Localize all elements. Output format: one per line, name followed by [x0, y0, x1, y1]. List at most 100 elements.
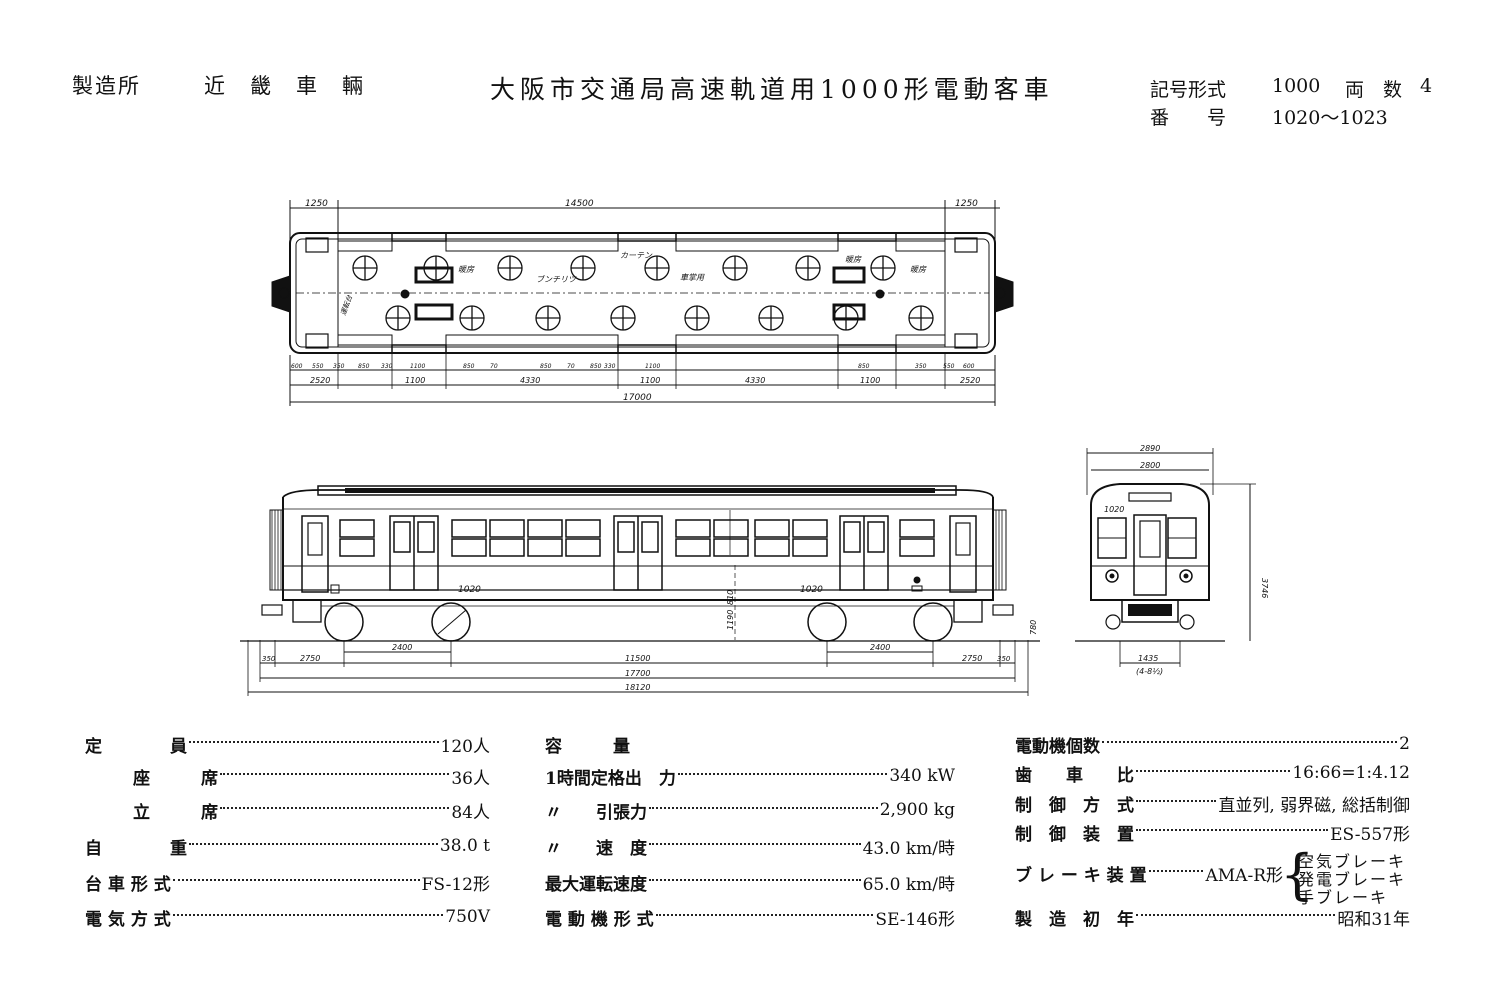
brake-brace: {	[1280, 843, 1315, 906]
side-window	[451, 538, 487, 557]
leader-dots	[220, 773, 450, 775]
end-height: 3746	[1260, 578, 1269, 598]
spec-right-row: 制 御 方 式直並列, 弱界磁, 総括制御	[1015, 790, 1410, 816]
side-car-number-1: 1020	[458, 585, 481, 595]
plan-dim-small: 350	[915, 363, 927, 370]
spec-mid-label: 〃 速 度	[545, 838, 647, 859]
plan-dim-small: 1100	[410, 363, 425, 370]
maker-label: 製造所	[72, 74, 141, 98]
leader-dots	[189, 843, 438, 845]
leader-dots	[1136, 914, 1336, 916]
leader-dots	[172, 879, 420, 881]
brake-type-1: 空気ブレーキ	[1298, 852, 1407, 871]
spec-left-label: 座 席	[133, 768, 218, 789]
spec-left-value: 84人	[451, 802, 490, 823]
side-window	[675, 519, 711, 538]
leader-dots	[649, 879, 861, 881]
plan-dim-small: 70	[490, 363, 498, 370]
side-dim-3: 11500	[625, 654, 650, 663]
spec-mid-label: 最大運転速度	[545, 874, 647, 895]
maker-name: 近 畿 車 輛	[204, 74, 365, 98]
plan-dim-small: 600	[963, 363, 975, 370]
side-window	[899, 538, 935, 557]
plan-dim-small: 850	[590, 363, 602, 370]
spec-mid-label: 容 量	[545, 736, 630, 757]
side-view: 1020 1020 810 1190 780	[240, 485, 1040, 696]
plan-dim-small: 550	[943, 363, 955, 370]
spec-right-value: ES-557形	[1330, 824, 1410, 845]
spec-right-label: 制 御 装 置	[1015, 824, 1134, 845]
spec-mid-row: 容 量	[545, 731, 955, 757]
spec-right-value: 2	[1399, 734, 1410, 754]
leader-dots	[649, 807, 878, 809]
plan-dim-small: 850	[463, 363, 475, 370]
side-car-number-2: 1020	[800, 585, 823, 595]
spec-left-label: 立 席	[133, 802, 218, 823]
side-dim-7: 350	[997, 655, 1011, 663]
spec-mid-label: 電 動 機 形 式	[545, 909, 654, 930]
plan-dim-top-2: 14500	[565, 199, 594, 209]
side-window	[792, 538, 828, 557]
side-window	[899, 519, 935, 538]
end-gauge: 1435	[1138, 654, 1158, 663]
plan-label-4: 暖房	[910, 265, 927, 274]
spec-mid-row: 〃 速 度 43.0 km/時	[545, 833, 955, 859]
plan-dim-small: 850	[540, 363, 552, 370]
plan-dim-top-3: 1250	[955, 199, 978, 209]
spec-left-row: 立 席 84人	[133, 797, 490, 823]
plan-dim-small: 850	[358, 363, 370, 370]
side-height-mid: 1190	[726, 610, 735, 630]
side-window	[339, 519, 375, 538]
side-window	[675, 538, 711, 557]
spec-right-label: 電動機個数	[1015, 736, 1100, 757]
spec-left-value: 120人	[440, 736, 490, 757]
spec-mid-value: 340 kW	[889, 766, 955, 786]
plan-label-2: ブンチリツ	[536, 275, 577, 284]
plan-dim-small: 550	[312, 363, 324, 370]
side-window	[792, 519, 828, 538]
side-dim-6: 350	[262, 655, 276, 663]
side-length-1: 17700	[625, 669, 650, 678]
leader-dots	[1136, 829, 1329, 831]
side-window	[451, 519, 487, 538]
plan-dim-overall: 2520	[310, 376, 330, 385]
number-value: 1020〜1023	[1272, 107, 1388, 129]
spec-mid-row: 〃 引張力 2,900 kg	[545, 797, 955, 823]
plan-dim-small: 600	[291, 363, 303, 370]
plan-dim-overall: 1100	[405, 376, 425, 385]
spec-mid-value: 65.0 km/時	[862, 874, 955, 895]
side-window	[527, 538, 563, 557]
count-value: 4	[1420, 75, 1433, 97]
plan-dim-small: 70	[567, 363, 575, 370]
plan-view: 1250 14500 1250	[271, 199, 1014, 406]
spec-mid-label: 〃 引張力	[545, 802, 647, 823]
side-window	[713, 519, 749, 538]
count-label: 両 数	[1345, 79, 1403, 101]
spec-left-value: 36人	[451, 768, 490, 789]
spec-right-label: 歯 車 比	[1015, 765, 1134, 786]
plan-dim-small: 350	[333, 363, 345, 370]
spec-right-row: 制 御 装 置 ES-557形	[1015, 819, 1410, 845]
leader-dots	[1148, 870, 1204, 872]
side-dim-5: 2750	[962, 654, 982, 663]
spec-left-value: FS-12形	[421, 874, 490, 895]
end-car-number: 1020	[1104, 505, 1124, 514]
leader-dots	[1136, 770, 1291, 772]
side-window	[565, 519, 601, 538]
spec-left-label: 定 員	[85, 736, 187, 757]
side-window	[489, 538, 525, 557]
spec-right-row: 製 造 初 年昭和31年	[1015, 904, 1410, 930]
brake-type-3: 手ブレーキ	[1298, 888, 1389, 907]
spec-right-value: 直並列, 弱界磁, 総括制御	[1218, 795, 1410, 816]
plan-dim-small: 850	[858, 363, 870, 370]
spec-left-label: 自 重	[85, 838, 187, 859]
side-window	[527, 519, 563, 538]
side-window	[754, 538, 790, 557]
spec-mid-value: 43.0 km/時	[862, 838, 955, 859]
spec-mid-value: 2,900 kg	[879, 800, 955, 820]
leader-dots	[1102, 741, 1398, 743]
